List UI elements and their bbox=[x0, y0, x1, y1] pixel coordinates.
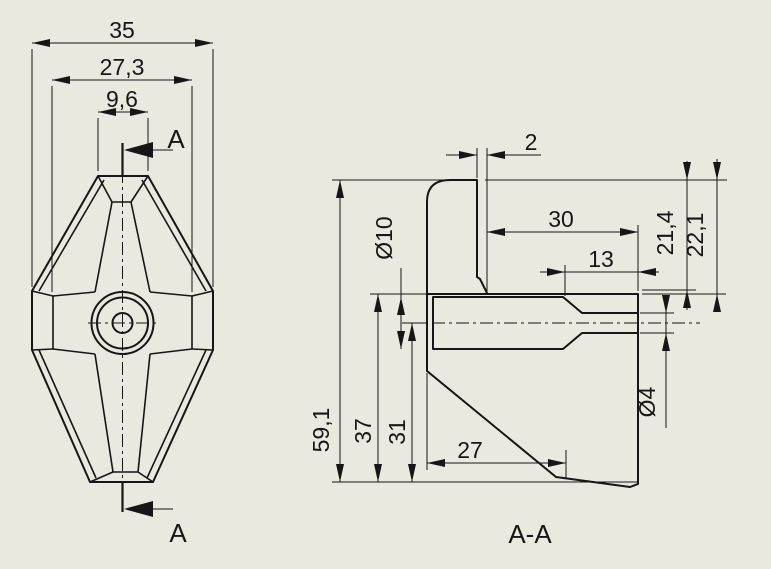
dim-text: 2 bbox=[525, 129, 538, 155]
dim-text: 27 bbox=[457, 437, 483, 463]
dim-across-flats[interactable]: 27,3 bbox=[51, 54, 193, 292]
dim-text: 27,3 bbox=[100, 54, 145, 80]
section-label-bottom: A bbox=[169, 518, 187, 548]
front-facet-line-2 bbox=[130, 201, 151, 293]
front-tip-bottom bbox=[89, 471, 154, 483]
front-hex-lr bbox=[149, 348, 193, 355]
section-cutting-line[interactable]: A A bbox=[121, 124, 188, 548]
dim-top-lip[interactable]: 2 bbox=[446, 129, 541, 291]
dim-text: Ø10 bbox=[371, 216, 397, 259]
arrowhead bbox=[408, 323, 416, 482]
front-tab-left-bottom bbox=[31, 348, 54, 351]
front-chamfer-lower-right bbox=[146, 349, 207, 479]
dim-web-height[interactable]: 37 bbox=[350, 293, 427, 482]
front-view[interactable] bbox=[31, 170, 214, 486]
front-facet-line-3 bbox=[94, 353, 114, 473]
ext-line bbox=[31, 49, 214, 287]
dim-height-to-web-top[interactable]: 21,4 bbox=[485, 161, 727, 310]
ext-line bbox=[332, 179, 637, 483]
dim-text: 35 bbox=[109, 17, 135, 43]
section-arrow-top bbox=[124, 142, 153, 158]
section-arrow-bottom bbox=[124, 501, 153, 517]
front-chamfer-lower-left bbox=[38, 349, 97, 479]
arrowhead bbox=[98, 108, 148, 116]
dim-tip-width[interactable]: 9,6 bbox=[97, 86, 149, 171]
front-tab-right-bottom bbox=[191, 348, 214, 351]
dim-text: 13 bbox=[588, 246, 614, 272]
front-tip-top bbox=[97, 175, 149, 203]
ext-line bbox=[476, 148, 488, 291]
dim-overall-height[interactable]: 59,1 bbox=[308, 179, 637, 483]
dim-text: 31 bbox=[384, 419, 410, 445]
front-chamfer-upper-right bbox=[141, 179, 207, 292]
section-title: A-A bbox=[508, 519, 552, 549]
front-hex-ll bbox=[52, 348, 96, 355]
dim-bore-diameter[interactable]: Ø10 bbox=[371, 216, 405, 349]
front-tab-left-top bbox=[31, 290, 54, 297]
section-wall bbox=[426, 179, 488, 295]
arrowhead bbox=[397, 297, 405, 349]
dim-small-hole-depth[interactable]: 13 bbox=[540, 246, 659, 296]
ext-line bbox=[640, 312, 674, 334]
dim-depth-to-back[interactable]: 30 bbox=[487, 206, 639, 291]
dim-text: 30 bbox=[548, 206, 574, 232]
ext-line bbox=[51, 86, 193, 292]
section-label-top: A bbox=[167, 124, 185, 154]
front-chamfer-upper-left bbox=[38, 179, 105, 292]
dim-text: Ø4 bbox=[634, 386, 660, 417]
section-view[interactable]: A-A bbox=[408, 179, 700, 549]
dim-text: 22,1 bbox=[682, 213, 708, 258]
dim-small-hole-diameter[interactable]: Ø4 bbox=[634, 295, 674, 428]
dim-overall-width[interactable]: 35 bbox=[31, 17, 214, 287]
dim-text: 9,6 bbox=[106, 86, 138, 112]
ext-line bbox=[97, 118, 149, 171]
dim-text: 37 bbox=[350, 418, 376, 444]
arrowhead bbox=[487, 228, 638, 236]
front-hex-ur bbox=[149, 291, 193, 297]
dim-height-to-bore-top[interactable]: 22,1 bbox=[642, 159, 726, 312]
arrowhead bbox=[662, 295, 670, 351]
front-facet-line-4 bbox=[137, 353, 151, 473]
front-hex-ul bbox=[52, 291, 96, 297]
dim-base-length[interactable]: 27 bbox=[426, 373, 567, 478]
dim-text: 21,4 bbox=[652, 210, 678, 255]
front-tab-right-top bbox=[191, 290, 214, 297]
section-body bbox=[426, 293, 639, 488]
ext-line bbox=[426, 373, 567, 478]
front-facet-line-1 bbox=[94, 201, 113, 293]
dim-text: 59,1 bbox=[308, 408, 334, 453]
dim-bore-center-height[interactable]: 31 bbox=[384, 322, 427, 482]
arrowhead bbox=[459, 151, 505, 159]
